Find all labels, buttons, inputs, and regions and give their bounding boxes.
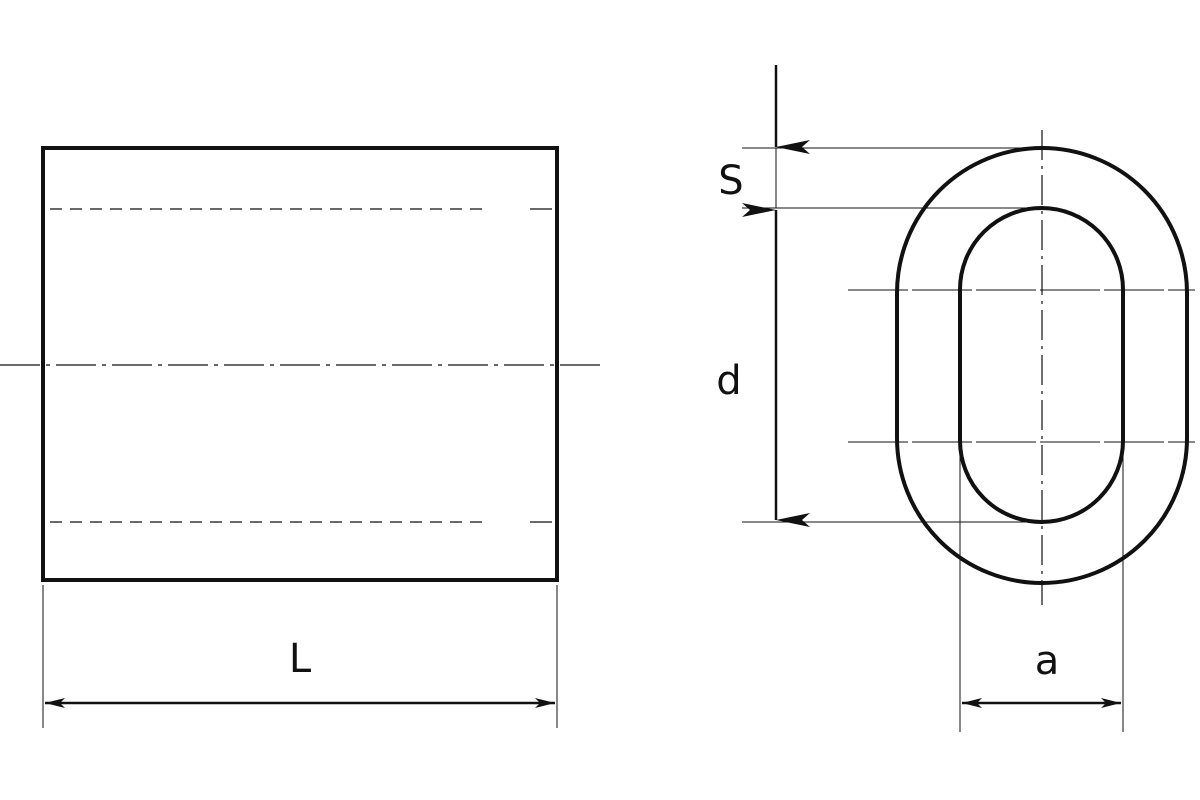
sleeve-body [41, 146, 559, 582]
label-S: S [718, 158, 743, 204]
end-view: S d a [716, 65, 1195, 732]
side-view: L [0, 146, 602, 728]
label-d: d [716, 358, 741, 404]
inner-oval [958, 206, 1125, 524]
label-L: L [289, 636, 312, 682]
label-a: a [1035, 638, 1060, 684]
